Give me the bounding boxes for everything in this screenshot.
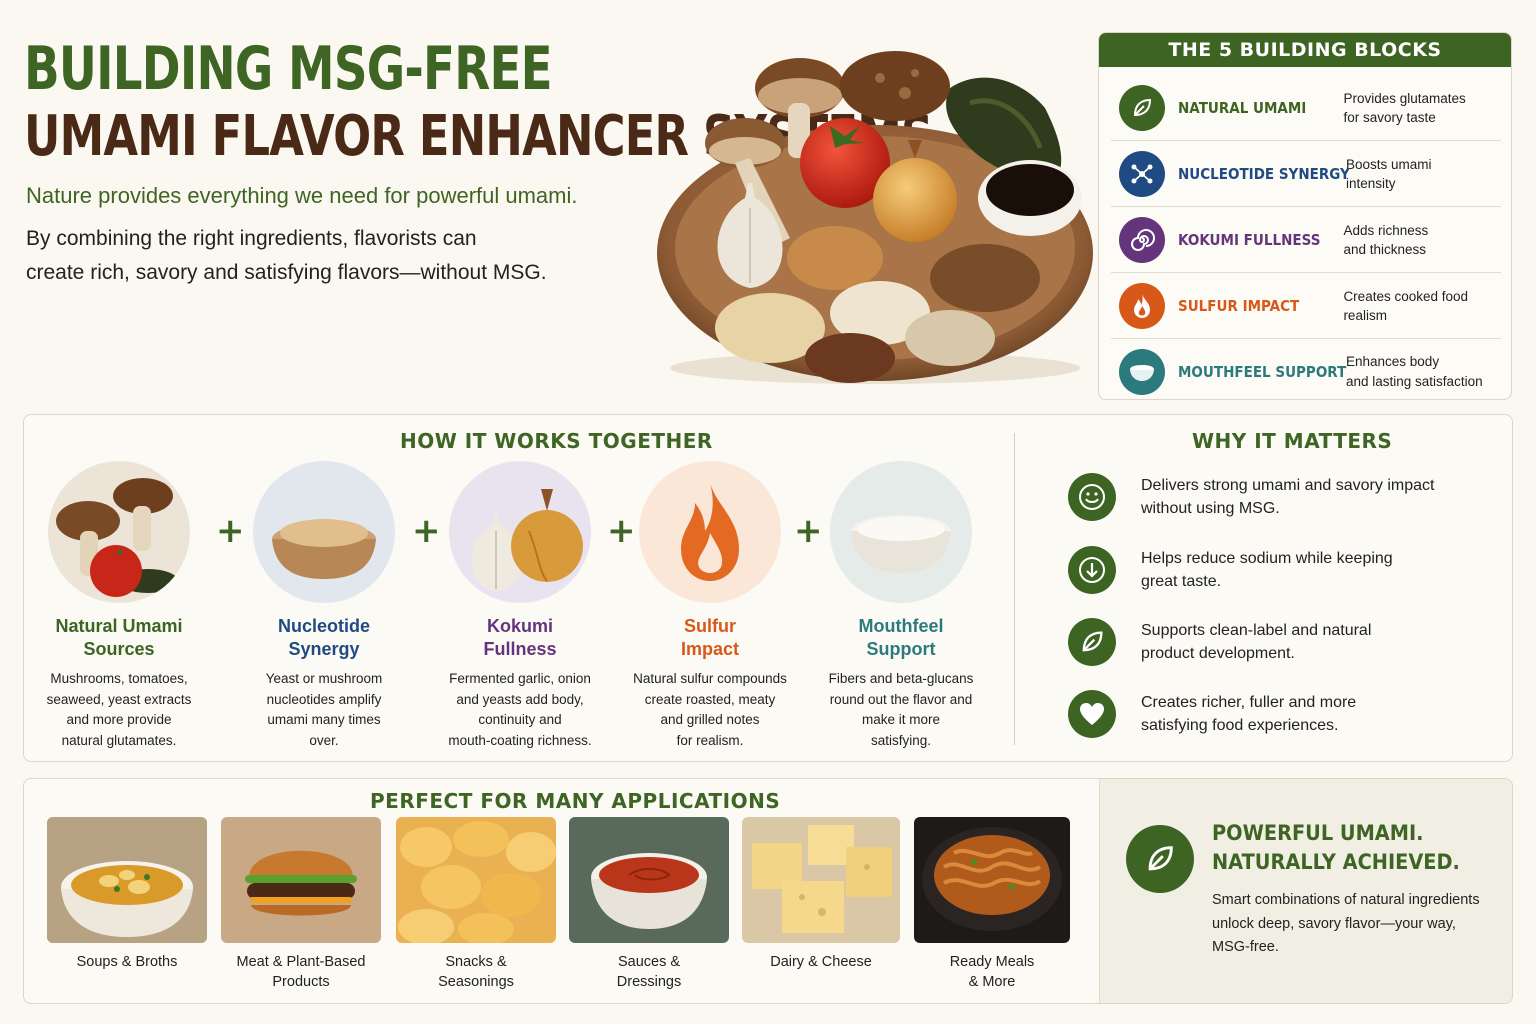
chips-image	[396, 817, 556, 943]
why-it-matters-title: WHY IT MATTERS	[1192, 429, 1393, 453]
plus-sign: +	[794, 511, 823, 551]
garlic-onion-illustration	[449, 461, 591, 603]
tagline: Nature provides everything we need for p…	[26, 183, 578, 208]
leaf-icon	[1126, 825, 1194, 893]
noodles-image	[914, 817, 1070, 943]
app-soups-broths: Soups & Broths	[47, 817, 207, 972]
building-blocks-title: THE 5 BUILDING BLOCKS	[1099, 33, 1511, 67]
ingredients-platter-illustration	[657, 51, 1093, 384]
leaf-icon	[1068, 618, 1116, 666]
app-ready-meals: Ready Meals& More	[914, 817, 1070, 992]
app-dairy-cheese: Dairy & Cheese	[742, 817, 900, 972]
how-it-works-title: HOW IT WORKS TOGETHER	[400, 429, 713, 453]
soup-bowl-image	[47, 817, 207, 943]
down-arrow-icon	[1068, 546, 1116, 594]
burger-image	[221, 817, 381, 943]
heart-icon	[1068, 690, 1116, 738]
smile-icon	[1068, 473, 1116, 521]
plus-sign: +	[216, 511, 245, 551]
creamy-bowl-illustration	[830, 461, 972, 603]
cheese-image	[742, 817, 900, 943]
flame-icon	[639, 461, 781, 603]
cta-body: Smart combinations of natural ingredient…	[1212, 892, 1480, 955]
flame-icon	[1119, 283, 1165, 329]
page-title-line-1: BUILDING MSG-FREE	[24, 34, 553, 104]
building-blocks-panel: THE 5 BUILDING BLOCKS NATURAL UMAMI Prov…	[1098, 32, 1512, 400]
natural-umami-illustration	[48, 461, 190, 603]
applications-title: PERFECT FOR MANY APPLICATIONS	[370, 789, 781, 813]
plus-sign: +	[607, 511, 636, 551]
applications-panel: PERFECT FOR MANY APPLICATIONS Soups & Br…	[23, 778, 1513, 1004]
spiral-icon	[1119, 217, 1165, 263]
intro-text: By combining the right ingredients, flav…	[26, 227, 547, 284]
leaf-icon	[1119, 85, 1165, 131]
plus-sign: +	[412, 511, 441, 551]
nucleotide-powder-illustration	[253, 461, 395, 603]
sauce-bowl-image	[569, 817, 729, 943]
app-snacks-seasonings: Snacks &Seasonings	[396, 817, 556, 992]
section-divider	[1014, 433, 1015, 745]
cta-panel: POWERFUL UMAMI. NATURALLY ACHIEVED. Smar…	[1099, 779, 1512, 1003]
how-it-works-panel: HOW IT WORKS TOGETHER WHY IT MATTERS Nat…	[23, 414, 1513, 762]
app-sauces-dressings: Sauces &Dressings	[569, 817, 729, 992]
cta-title: POWERFUL UMAMI. NATURALLY ACHIEVED.	[1212, 821, 1460, 874]
bowl-icon	[1119, 348, 1165, 395]
molecule-icon	[1119, 151, 1165, 197]
